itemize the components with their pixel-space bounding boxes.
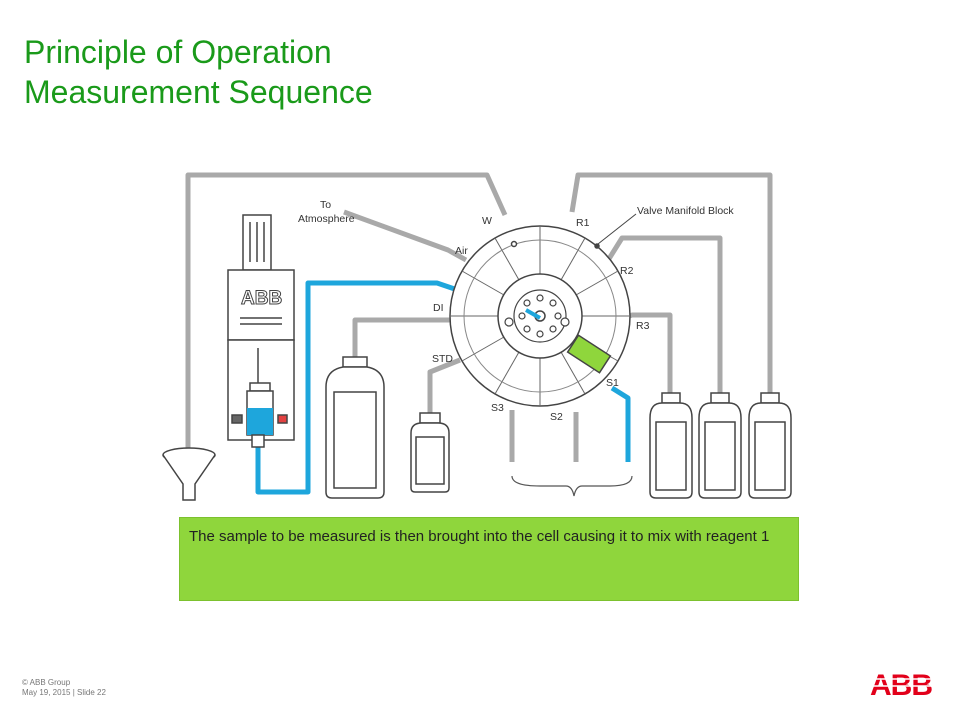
label-to: To [320, 199, 331, 211]
tube-r2 [599, 235, 723, 395]
flow-s1-line [610, 385, 631, 462]
measurement-sequence-diagram: ABB [162, 172, 792, 501]
valve-manifold [449, 225, 631, 407]
label-s1: S1 [606, 377, 619, 389]
footer: © ABB Group May 19, 2015 | Slide 22 [22, 678, 106, 698]
bottles [325, 356, 792, 499]
bottle-r3 [649, 392, 693, 499]
label-di: DI [433, 302, 444, 314]
label-s2: S2 [550, 411, 563, 423]
label-atmosphere: Atmosphere [298, 213, 355, 225]
label-r1: R1 [576, 217, 590, 229]
label-r2: R2 [620, 265, 634, 277]
valve-manifold-pointer [597, 213, 637, 245]
funnel [162, 447, 216, 501]
svg-text:ABB: ABB [241, 288, 282, 309]
svg-text:ABB: ABB [870, 669, 932, 700]
label-w: W [482, 215, 492, 227]
tube-std [427, 357, 461, 420]
label-air: Air [455, 245, 468, 257]
bottle-r1 [748, 392, 792, 499]
bottle-di [325, 356, 385, 499]
tube-atmosphere [343, 209, 468, 263]
slide-title: Principle of Operation [24, 34, 332, 70]
abb-logo: ABB [868, 669, 938, 700]
valve-center-ports [504, 294, 570, 338]
caption-box: The sample to be measured is then brough… [179, 517, 799, 601]
diagram-labels: To Atmosphere W Air DI STD S3 S2 S1 R1 R… [298, 199, 734, 423]
tube-r1 [569, 172, 773, 395]
active-port-s1 [566, 334, 612, 374]
footer-date-slide: May 19, 2015 | Slide 22 [22, 688, 106, 697]
tube-funnel-to-w [185, 172, 508, 453]
label-valve-manifold-block: Valve Manifold Block [637, 205, 734, 217]
label-r3: R3 [636, 320, 650, 332]
bottle-std [410, 412, 450, 493]
label-std: STD [432, 353, 453, 365]
footer-copyright: © ABB Group [22, 678, 71, 687]
slide-subtitle: Measurement Sequence [24, 74, 373, 110]
label-s3: S3 [491, 402, 504, 414]
bottle-r2 [698, 392, 742, 499]
syringe-pump: ABB [227, 214, 295, 448]
sample-bracket [511, 475, 633, 497]
caption-text: The sample to be measured is then brough… [189, 528, 770, 545]
